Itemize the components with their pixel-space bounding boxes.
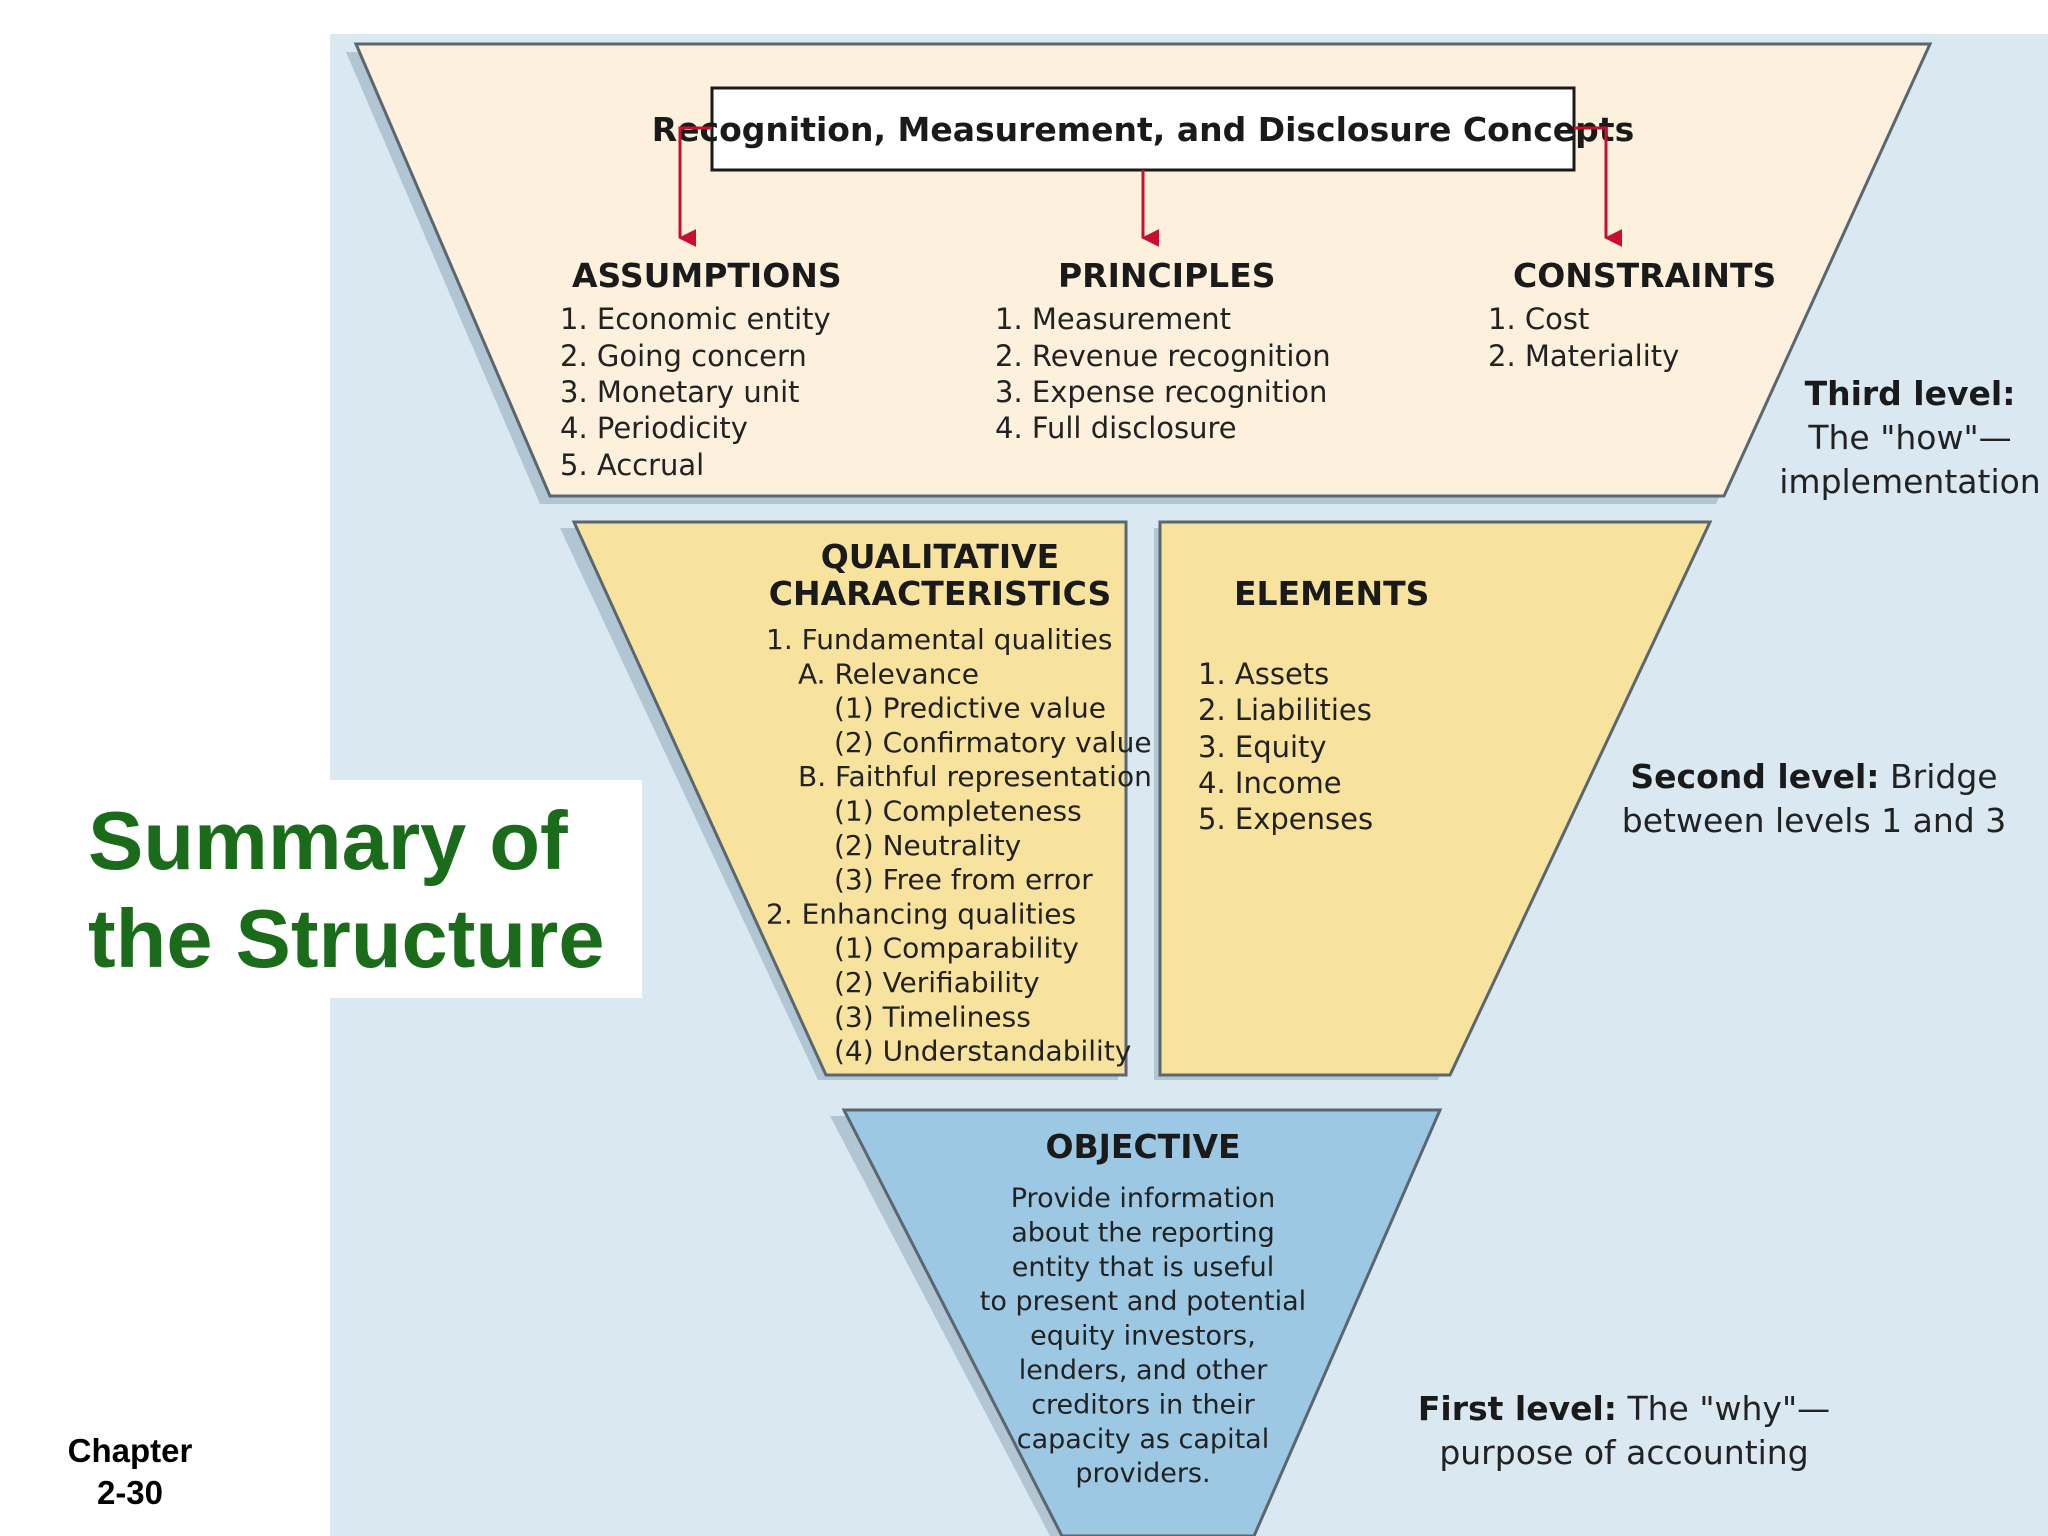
slide-title-background: [66, 780, 642, 998]
constraints-heading: CONSTRAINTS: [1513, 256, 1776, 295]
first-level-label: First level: The "why"— purpose of accou…: [1418, 1389, 1830, 1472]
qualitative-heading: CHARACTERISTICS: [769, 574, 1111, 613]
assumptions-column: ASSUMPTIONS 1. Economic entity 2. Going …: [560, 256, 842, 482]
first-level-label-line1: First level: The "why"—: [1418, 1389, 1830, 1428]
list-item: 4. Income: [1198, 766, 1342, 800]
elements-column: ELEMENTS 1. Assets 2. Liabilities 3. Equ…: [1198, 574, 1429, 836]
objective-text-line: providers.: [1075, 1458, 1210, 1489]
qualitative-characteristics: QUALITATIVE CHARACTERISTICS 1. Fundament…: [766, 537, 1152, 1068]
list-item: 2. Enhancing qualities: [766, 897, 1076, 930]
list-item: (1) Predictive value: [834, 692, 1106, 725]
list-item: 5. Accrual: [560, 448, 704, 482]
first-level-label-line2: purpose of accounting: [1439, 1433, 1808, 1472]
second-level-label: Second level: Bridge between levels 1 an…: [1622, 757, 2006, 840]
list-item: 4. Full disclosure: [995, 411, 1237, 445]
list-item: 1. Cost: [1488, 302, 1589, 336]
qualitative-trapezoid: [571, 520, 1128, 1077]
objective-text-line: Provide information: [1011, 1183, 1275, 1214]
list-item: 3. Expense recognition: [995, 375, 1327, 409]
list-item: 2. Liabilities: [1198, 693, 1372, 727]
assumptions-heading: ASSUMPTIONS: [572, 256, 842, 295]
list-item: 4. Periodicity: [560, 411, 748, 445]
arrow-to-assumptions: [678, 126, 712, 247]
chapter-label-line: 2-30: [96, 1474, 164, 1511]
list-item: 3. Equity: [1198, 730, 1327, 764]
slide-title-line: Summary of: [88, 794, 568, 887]
slide-title: Summary of the Structure: [88, 792, 648, 988]
objective-text-line: equity investors,: [1030, 1321, 1256, 1352]
second-level-label-line2: between levels 1 and 3: [1622, 801, 2006, 840]
elements-heading: ELEMENTS: [1234, 574, 1429, 613]
arrow-to-constraints: [1574, 126, 1623, 247]
objective-triangle: [841, 1108, 1443, 1536]
concepts-box-label: Recognition, Measurement, and Disclosure…: [652, 110, 1634, 149]
list-item: 1. Assets: [1198, 657, 1329, 691]
list-item: 3. Monetary unit: [560, 375, 800, 409]
list-item: (1) Completeness: [834, 795, 1082, 828]
third-level-label-line: The "how"—: [1807, 418, 2011, 457]
chapter-label: Chapter 2-30: [40, 1430, 220, 1514]
constraints-column: CONSTRAINTS 1. Cost 2. Materiality: [1488, 256, 1776, 373]
first-level-label-rest: The "why"—: [1626, 1389, 1830, 1428]
objective-text-line: lenders, and other: [1019, 1355, 1269, 1386]
list-item: (2) Neutrality: [834, 829, 1021, 862]
principles-heading: PRINCIPLES: [1058, 256, 1276, 295]
list-item: 2. Revenue recognition: [995, 339, 1331, 373]
list-item: (2) Confirmatory value: [834, 726, 1152, 759]
list-item: (3) Free from error: [834, 863, 1093, 896]
concepts-box: [710, 86, 1576, 172]
slide-title-line: the Structure: [88, 892, 605, 985]
objective-text-line: entity that is useful: [1012, 1252, 1274, 1283]
third-level-label-line: implementation: [1779, 462, 2040, 501]
objective-text-line: about the reporting: [1011, 1217, 1275, 1248]
first-level-label-bold: First level:: [1418, 1389, 1617, 1428]
third-level-label: Third level: The "how"— implementation: [1779, 374, 2040, 501]
objective-text-line: to present and potential: [980, 1286, 1306, 1317]
principles-column: PRINCIPLES 1. Measurement 2. Revenue rec…: [995, 256, 1331, 445]
second-level-label-bold: Second level:: [1630, 757, 1879, 796]
objective-heading: OBJECTIVE: [1045, 1127, 1240, 1166]
qualitative-heading: QUALITATIVE: [821, 537, 1059, 576]
objective-text-line: creditors in their: [1031, 1389, 1255, 1420]
list-item: 5. Expenses: [1198, 802, 1373, 836]
list-item: (1) Comparability: [834, 932, 1079, 965]
list-item: B. Faithful representation: [798, 760, 1152, 793]
list-item: A. Relevance: [798, 657, 979, 690]
list-item: (2) Verifiability: [834, 966, 1040, 999]
list-item: (4) Understandability: [834, 1035, 1131, 1068]
list-item: 2. Materiality: [1488, 339, 1679, 373]
list-item: 1. Measurement: [995, 302, 1231, 336]
chapter-label-line: Chapter: [67, 1432, 193, 1469]
list-item: 1. Fundamental qualities: [766, 623, 1113, 656]
second-level-label-rest: Bridge: [1890, 757, 1998, 796]
objective-text-line: capacity as capital: [1017, 1424, 1269, 1455]
elements-trapezoid: [1158, 520, 1713, 1077]
list-item: 2. Going concern: [560, 339, 807, 373]
list-item: 1. Economic entity: [560, 302, 831, 336]
list-item: (3) Timeliness: [834, 1000, 1031, 1033]
third-level-label-bold: Third level:: [1805, 374, 2016, 413]
second-level-label-line1: Second level: Bridge: [1630, 757, 1997, 796]
